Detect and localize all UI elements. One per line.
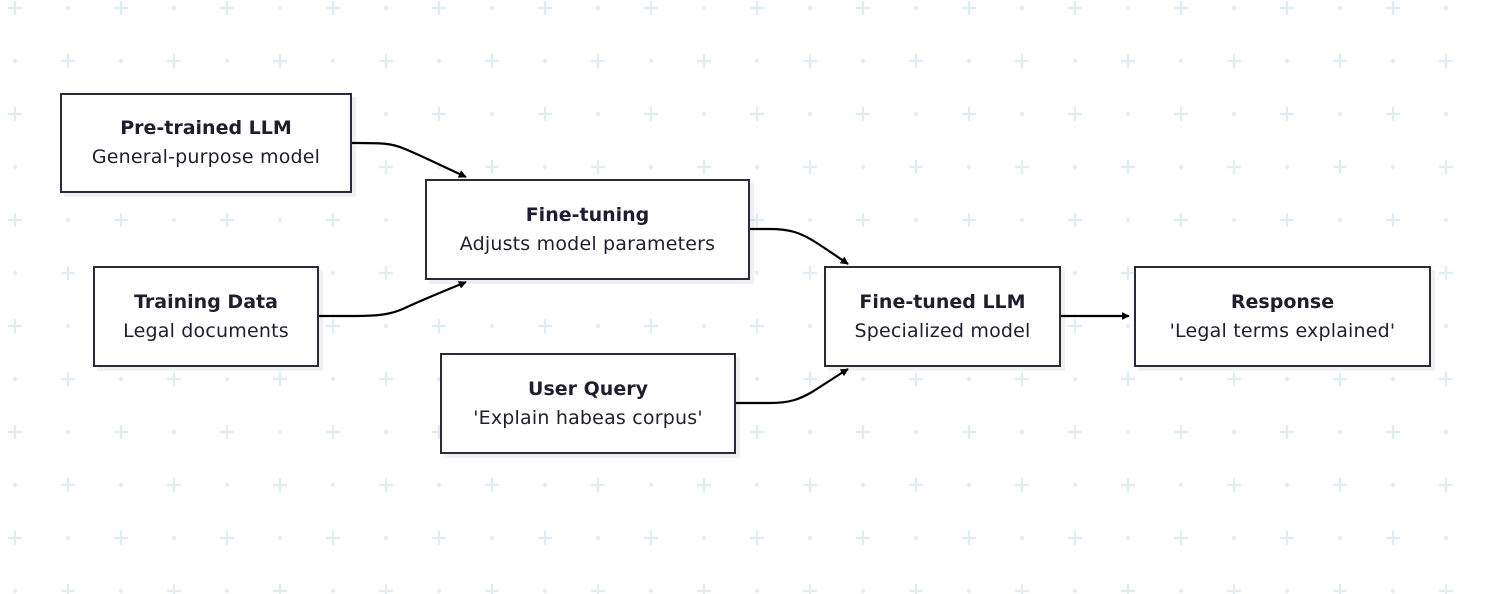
node-subtitle: 'Explain habeas corpus' (473, 406, 703, 429)
node-title: Fine-tuned LLM (859, 290, 1026, 313)
node-subtitle: Adjusts model parameters (459, 232, 716, 255)
node-subtitle: 'Legal terms explained' (1169, 319, 1396, 342)
node-title: Pre-trained LLM (120, 117, 292, 139)
node-title: User Query (528, 377, 648, 400)
node-subtitle: General-purpose model (91, 146, 321, 168)
node-user-query: User Query 'Explain habeas corpus' (440, 353, 736, 454)
node-fine-tuning: Fine-tuning Adjusts model parameters (425, 179, 750, 280)
node-title: Fine-tuning (525, 203, 650, 226)
node-subtitle: Specialized model (854, 319, 1031, 342)
node-fine-tuned-llm: Fine-tuned LLM Specialized model (824, 266, 1061, 367)
node-pretrained-llm: Pre-trained LLM General-purpose model (60, 93, 352, 193)
node-response: Response 'Legal terms explained' (1134, 266, 1431, 367)
node-title: Training Data (134, 290, 278, 313)
node-training-data: Training Data Legal documents (93, 266, 319, 367)
node-subtitle: Legal documents (123, 319, 289, 342)
node-title: Response (1230, 290, 1335, 313)
